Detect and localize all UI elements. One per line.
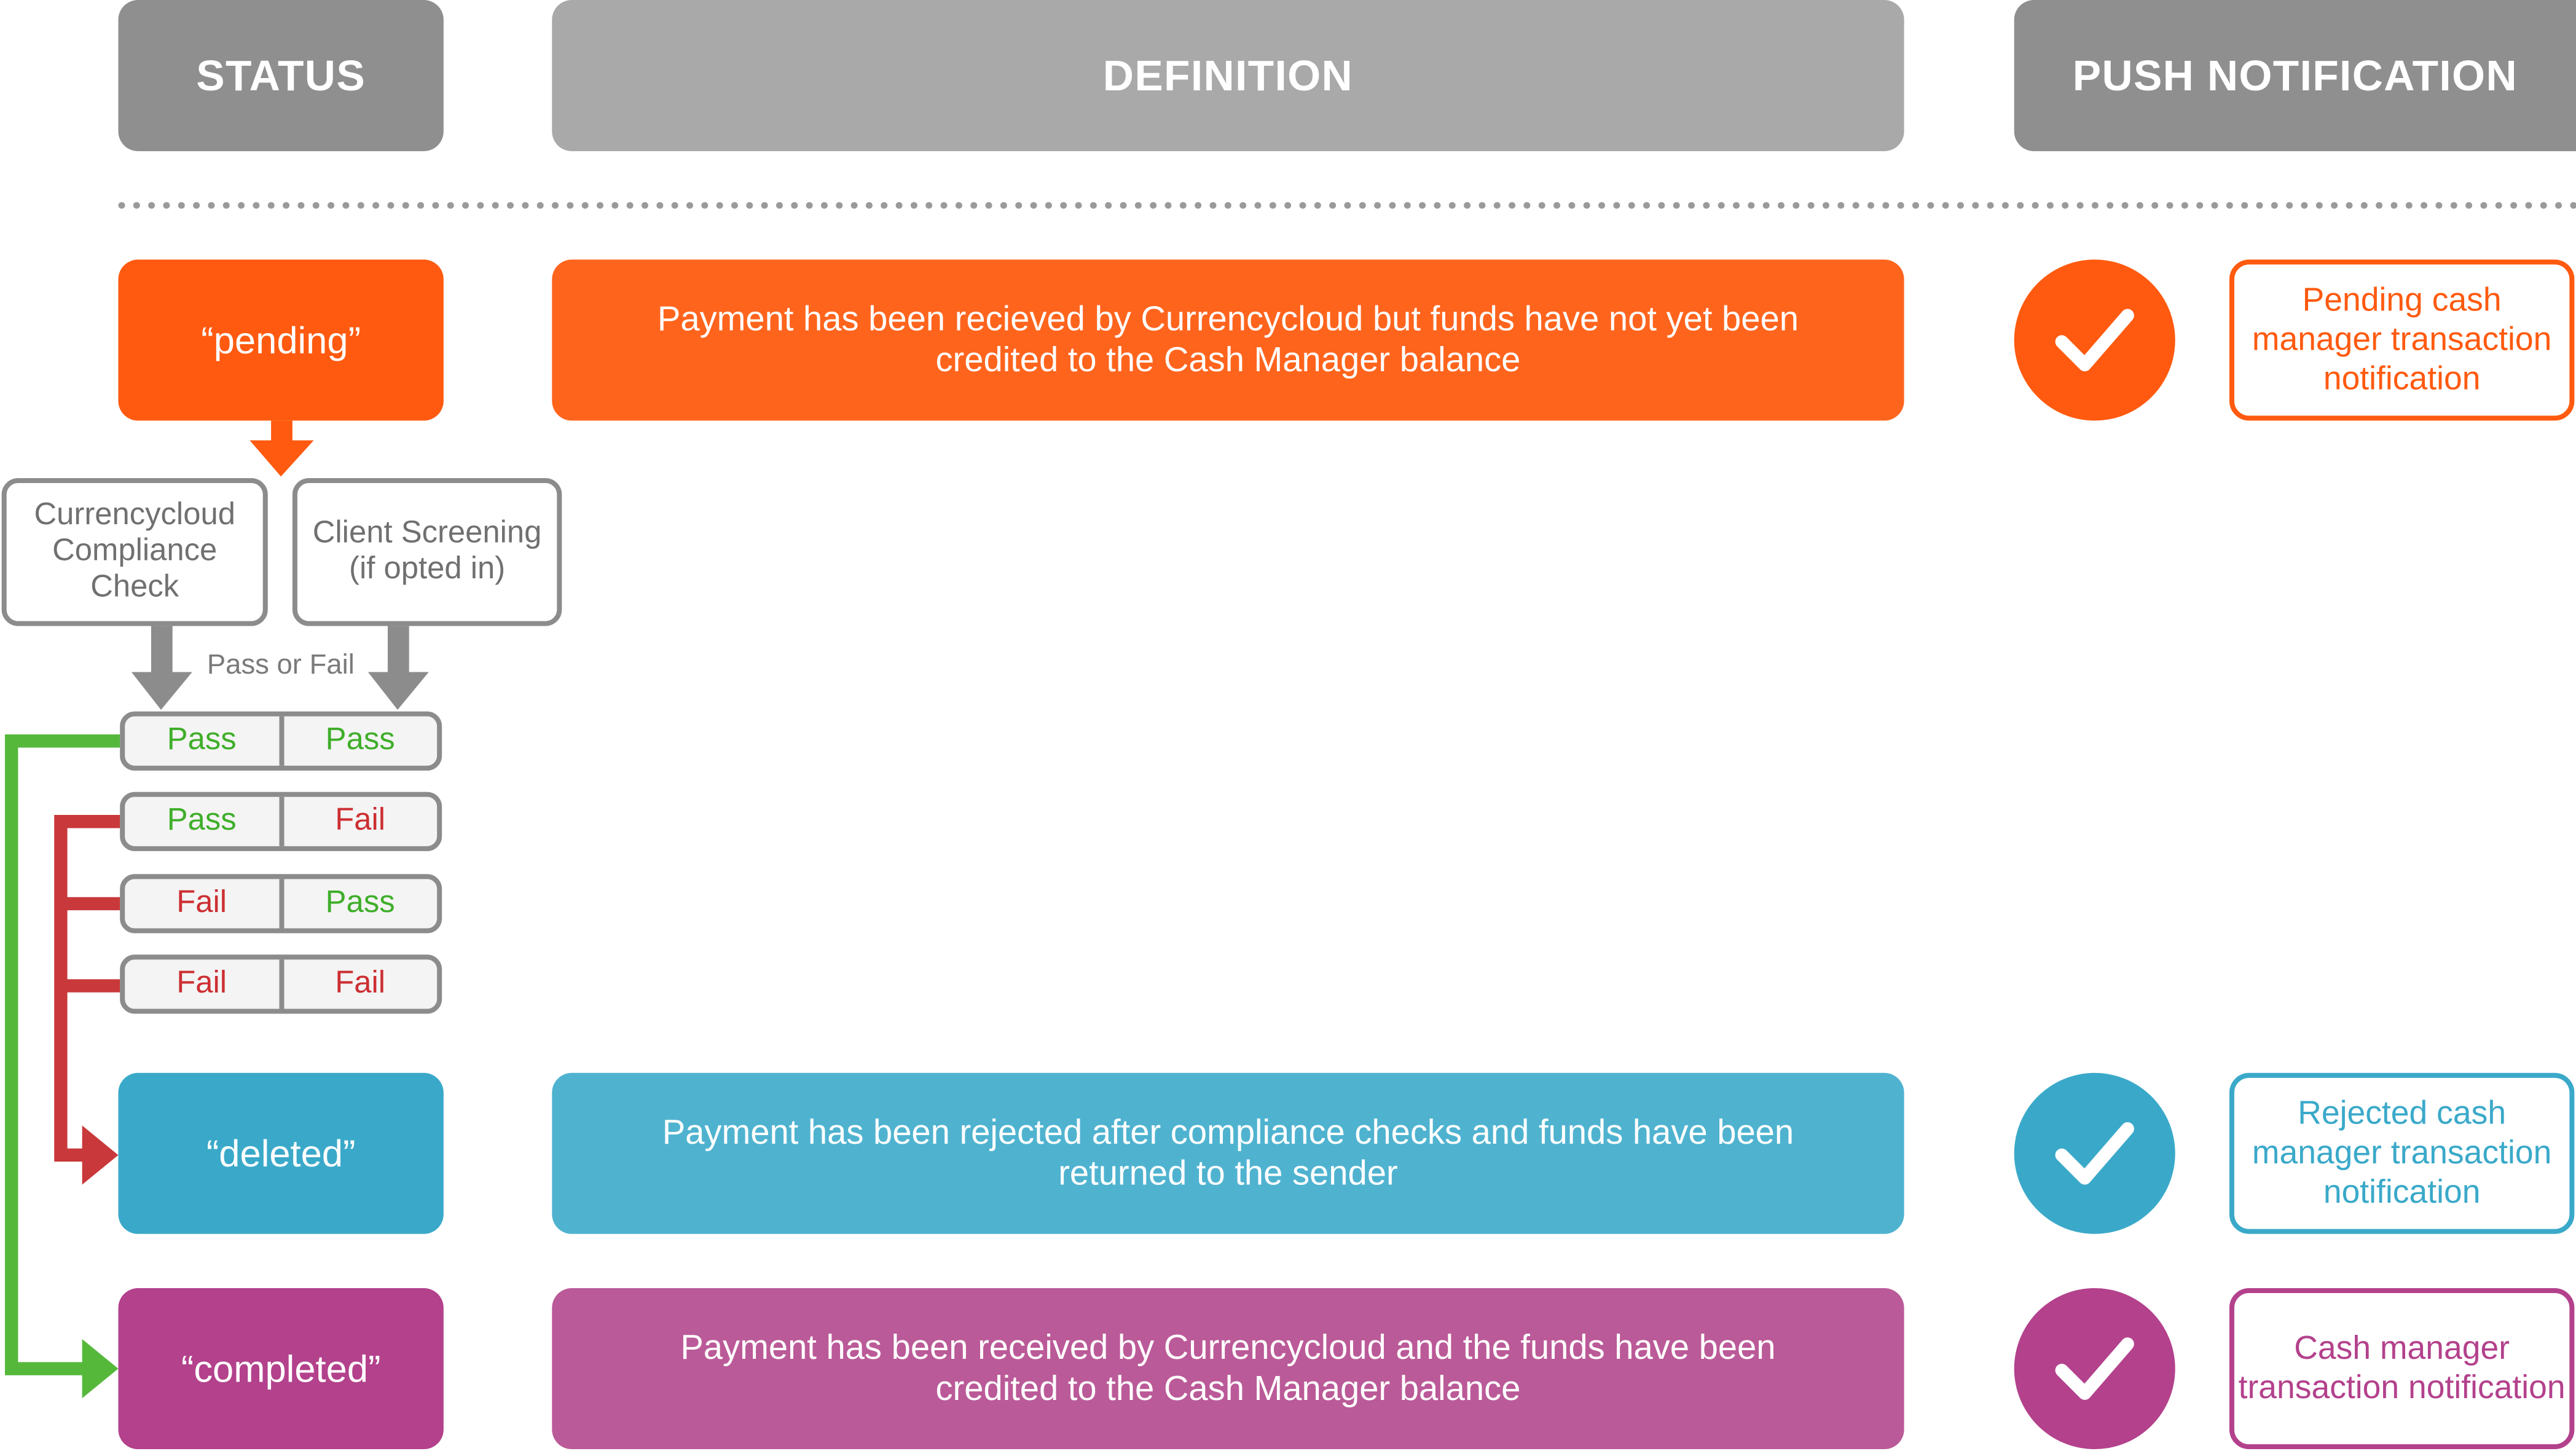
compliance-check-box: Currencycloud Compliance Check <box>1 478 268 626</box>
compliance-arrow-head <box>131 672 192 710</box>
green-connector <box>5 734 120 1375</box>
red-branches <box>60 897 120 993</box>
outcome-compliance-result: Fail <box>125 879 284 929</box>
status-deleted: “deleted” <box>118 1072 444 1234</box>
definition-deleted: Payment has been rejected after complian… <box>552 1072 1904 1234</box>
screening-arrow-head <box>367 672 429 710</box>
notification-pending: Pending cash manager transaction notific… <box>2229 259 2575 421</box>
outcome-screening-result: Fail <box>335 803 386 838</box>
outcome-screening-result: Pass <box>325 886 395 921</box>
outcome-row: Fail Fail <box>120 954 442 1014</box>
outcome-screening-result: Fail <box>335 966 386 1001</box>
green-arrow-head <box>82 1339 119 1399</box>
definition-completed: Payment has been received by Currencyclo… <box>552 1288 1904 1450</box>
pass-or-fail-label: Pass or Fail <box>206 649 355 680</box>
status-header: STATUS <box>118 0 444 151</box>
client-screening-box: Client Screening (if opted in) <box>292 478 562 626</box>
check-icon <box>2014 1288 2175 1450</box>
outcome-compliance-result: Fail <box>125 959 284 1009</box>
status-pending: “pending” <box>118 259 444 421</box>
outcome-screening-result: Pass <box>325 723 395 758</box>
status-completed: “completed” <box>118 1288 444 1450</box>
pending-arrow-head <box>249 440 314 477</box>
outcome-compliance-result: Pass <box>125 716 284 766</box>
compliance-arrow-shaft <box>151 626 173 674</box>
notification-deleted: Rejected cash manager transaction notifi… <box>2229 1072 2575 1234</box>
push-notification-header: PUSH NOTIFICATION <box>2014 0 2576 151</box>
notification-completed: Cash manager transaction notification <box>2229 1288 2575 1450</box>
outcome-row: Pass Pass <box>120 711 442 771</box>
check-icon <box>2014 1072 2175 1234</box>
outcome-row: Pass Fail <box>120 792 442 851</box>
outcome-compliance-result: Pass <box>125 796 284 846</box>
pending-arrow-shaft <box>271 420 293 444</box>
definition-header: DEFINITION <box>552 0 1904 151</box>
screening-arrow-shaft <box>387 626 409 674</box>
definition-pending: Payment has been recieved by Currencyclo… <box>552 259 1904 421</box>
red-arrow-head <box>82 1125 119 1185</box>
check-icon <box>2014 259 2175 421</box>
outcome-row: Fail Pass <box>120 874 442 934</box>
